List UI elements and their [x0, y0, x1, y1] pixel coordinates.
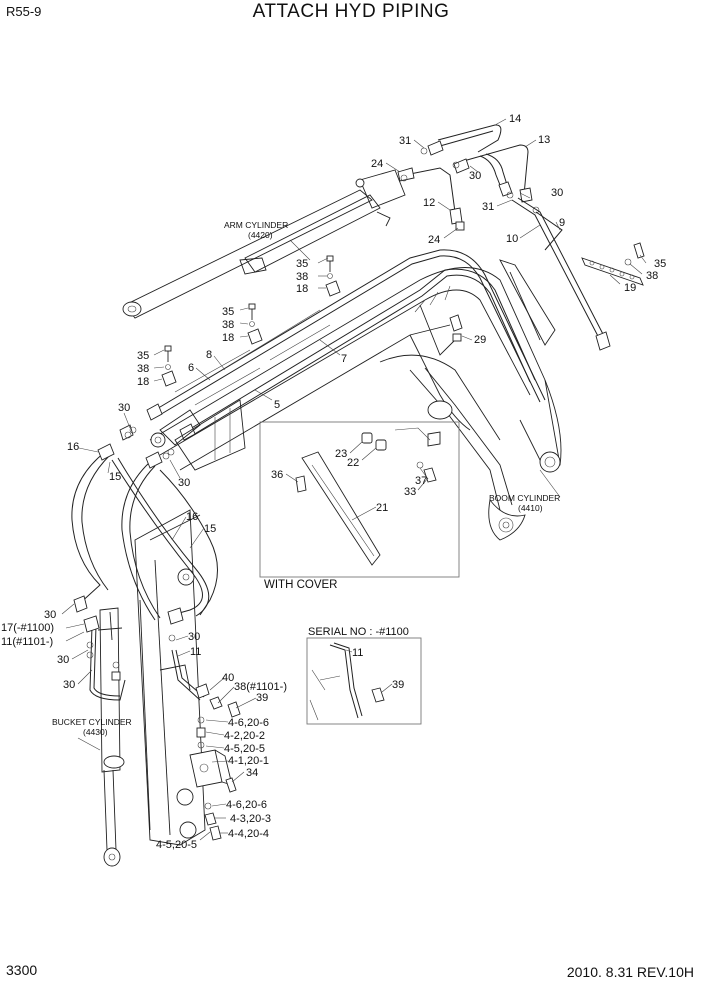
- callout-6: 6: [188, 362, 194, 374]
- callout-34: 34: [246, 767, 258, 779]
- callout-39: 39: [392, 679, 404, 691]
- bucket-cylinder-label: BUCKET CYLINDER: [52, 717, 132, 727]
- callout-10: 10: [506, 233, 518, 245]
- callout-4-3: 4-3,20-3: [230, 813, 271, 825]
- callout-23: 23: [335, 448, 347, 460]
- hoses-15-16-drawing: [71, 424, 218, 625]
- revision-date: 2010. 8.31 REV.10H: [566, 964, 694, 980]
- callout-30: 30: [178, 477, 190, 489]
- callout-35: 35: [137, 350, 149, 362]
- callout-37: 37: [415, 475, 427, 487]
- callout-4-1: 4-1,20-1: [228, 755, 269, 767]
- callout-38: 38: [222, 319, 234, 331]
- callout-39: 39: [256, 692, 268, 704]
- bucket-cylinder-code: (4430): [83, 727, 108, 737]
- callout-35: 35: [654, 258, 666, 270]
- callout-31: 31: [399, 135, 411, 147]
- callout-38: 38: [137, 363, 149, 375]
- callout-30: 30: [188, 631, 200, 643]
- valve-block-drawing: [189, 683, 241, 841]
- callout-24: 24: [428, 234, 440, 246]
- callout-7: 7: [341, 353, 347, 365]
- callout-24: 24: [371, 158, 383, 170]
- callout-29: 29: [474, 334, 486, 346]
- callout-4-5: 4-5,20-5: [156, 839, 197, 851]
- boom-cylinder-label: BOOM CYLINDER: [489, 493, 560, 503]
- callout-31: 31: [482, 201, 494, 213]
- callout-16: 16: [67, 441, 79, 453]
- callout-19: 19: [624, 282, 636, 294]
- callout-30: 30: [469, 170, 481, 182]
- callout-4-4: 4-4,20-4: [228, 828, 269, 840]
- fitting-29-drawing: [449, 314, 463, 342]
- callout-30: 30: [57, 654, 69, 666]
- callout-17: 17(-#1100): [1, 622, 54, 634]
- cover-inset-caption: WITH COVER: [264, 579, 337, 591]
- model-code: R55-9: [6, 4, 42, 19]
- arm-cylinder-drawing: [122, 169, 406, 319]
- callout-16: 16: [186, 511, 198, 523]
- clamp-19-drawing: [581, 242, 645, 286]
- leader-lines: [61, 118, 647, 841]
- callout-18: 18: [222, 332, 234, 344]
- callout-11: 11: [352, 647, 363, 659]
- bucket-cylinder-drawing: [97, 607, 125, 867]
- arm-stick-drawing: [134, 509, 206, 846]
- callout-numbers: 14 13 31 24 30 12 30 31 9 10 24 35 38 18…: [1, 113, 666, 851]
- boom-structure-drawing: [149, 259, 562, 541]
- callout-14: 14: [509, 113, 521, 125]
- steel-pipes-drawing: [146, 249, 546, 471]
- arm-cylinder-label: ARM CYLINDER: [224, 220, 288, 230]
- serial-inset: [306, 637, 422, 725]
- callout-30: 30: [118, 402, 130, 414]
- callout-38: 38: [296, 271, 308, 283]
- upper-hoses-drawing: [397, 124, 540, 231]
- callout-11: 11: [190, 646, 201, 658]
- callout-18: 18: [137, 376, 149, 388]
- callout-38: 38(#1101-): [234, 681, 287, 693]
- callout-35: 35: [296, 258, 308, 270]
- callout-36: 36: [271, 469, 283, 481]
- page-number: 3300: [6, 962, 38, 978]
- pipe-9-10-drawing: [511, 197, 611, 351]
- callout-9: 9: [559, 217, 565, 229]
- callout-21: 21: [376, 502, 388, 514]
- callout-40: 40: [222, 672, 234, 684]
- serial-inset-caption: SERIAL NO : -#1100: [308, 626, 409, 638]
- callout-12: 12: [423, 197, 435, 209]
- callout-15: 15: [204, 523, 216, 535]
- callout-5: 5: [274, 399, 280, 411]
- callout-13: 13: [538, 134, 550, 146]
- callout-4-6: 4-6,20-6: [228, 717, 269, 729]
- callout-30: 30: [44, 609, 56, 621]
- callout-8: 8: [206, 349, 212, 361]
- callout-4-5: 4-5,20-5: [224, 743, 265, 755]
- callout-30: 30: [63, 679, 75, 691]
- callout-38: 38: [646, 270, 658, 282]
- clamps-18-drawing: [161, 255, 341, 387]
- callout-30: 30: [551, 187, 563, 199]
- callout-4-6: 4-6,20-6: [226, 799, 267, 811]
- callout-18: 18: [296, 283, 308, 295]
- cover-inset: [259, 421, 460, 578]
- page-title: ATTACH HYD PIPING: [252, 1, 450, 22]
- callout-22: 22: [347, 457, 359, 469]
- callout-15: 15: [109, 471, 121, 483]
- callout-33: 33: [404, 486, 416, 498]
- callout-4-2: 4-2,20-2: [224, 730, 265, 742]
- arm-cylinder-code: (4420): [248, 230, 273, 240]
- callout-11: 11(#1101-): [1, 636, 53, 648]
- callout-35: 35: [222, 306, 234, 318]
- boom-cylinder-code: (4410): [518, 503, 543, 513]
